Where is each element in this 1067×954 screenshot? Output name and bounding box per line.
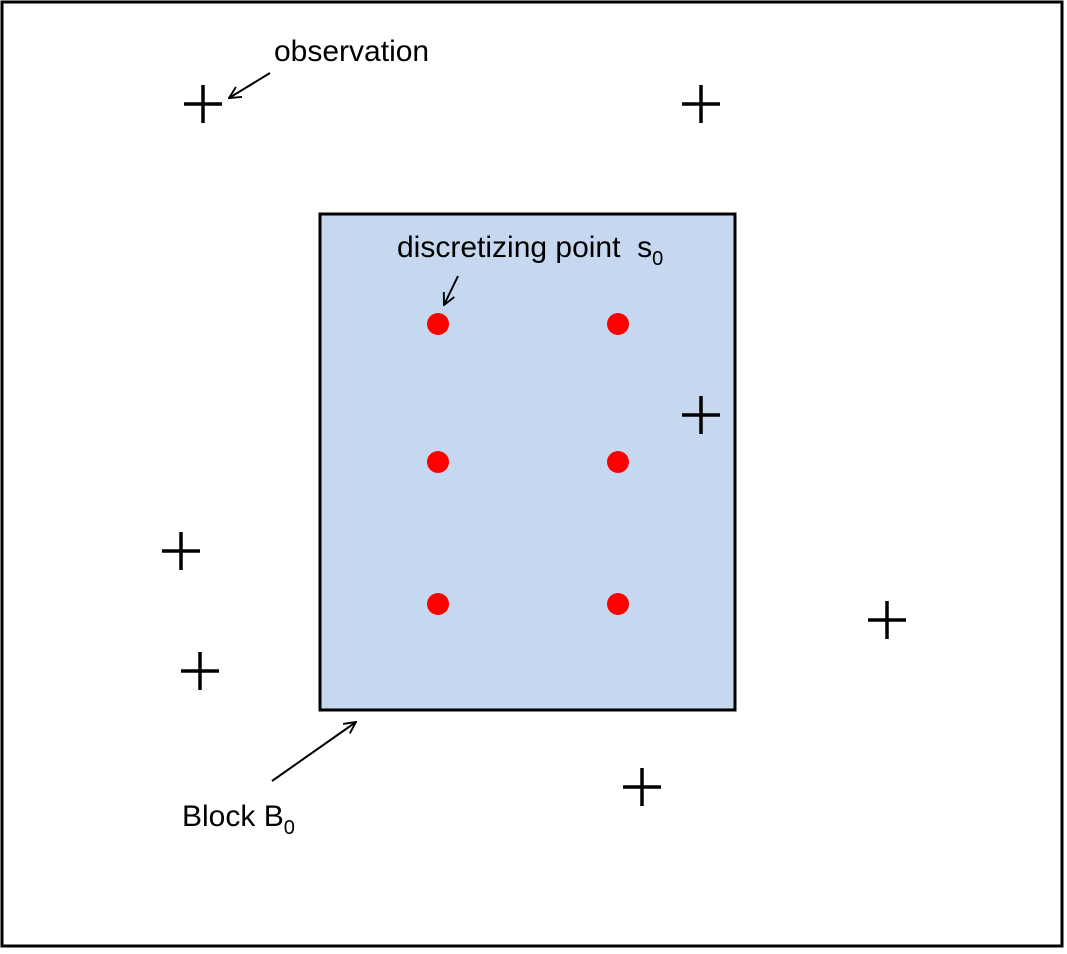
observation-marker <box>181 652 219 690</box>
discretizing-point <box>607 593 629 615</box>
block-b0 <box>318 212 737 712</box>
observation-label: observation <box>274 35 429 68</box>
observation-marker <box>162 532 200 570</box>
observation-marker <box>184 85 222 123</box>
discretizing-point-label-main: discretizing point s <box>397 231 652 264</box>
discretizing-points <box>427 313 629 615</box>
discretizing-point-label-subscript: 0 <box>652 248 663 270</box>
observation-marker <box>868 601 906 639</box>
observation-markers <box>162 85 906 806</box>
observation-marker <box>623 768 661 806</box>
discretizing-point <box>427 313 449 335</box>
observation-marker <box>682 85 720 123</box>
observation-marker <box>682 396 720 434</box>
block-arrow-icon <box>271 722 356 782</box>
discretizing-point <box>427 451 449 473</box>
observation-arrow-icon <box>229 72 271 98</box>
block-label-subscript: 0 <box>284 817 295 839</box>
block-label: Block B0 <box>182 800 295 839</box>
discretizing-point <box>607 313 629 335</box>
discretizing-arrow-icon <box>444 275 459 305</box>
discretizing-point-label: discretizing point s0 <box>397 231 663 270</box>
block-label-main: Block B <box>182 800 284 833</box>
discretizing-point <box>607 451 629 473</box>
discretizing-point <box>427 593 449 615</box>
